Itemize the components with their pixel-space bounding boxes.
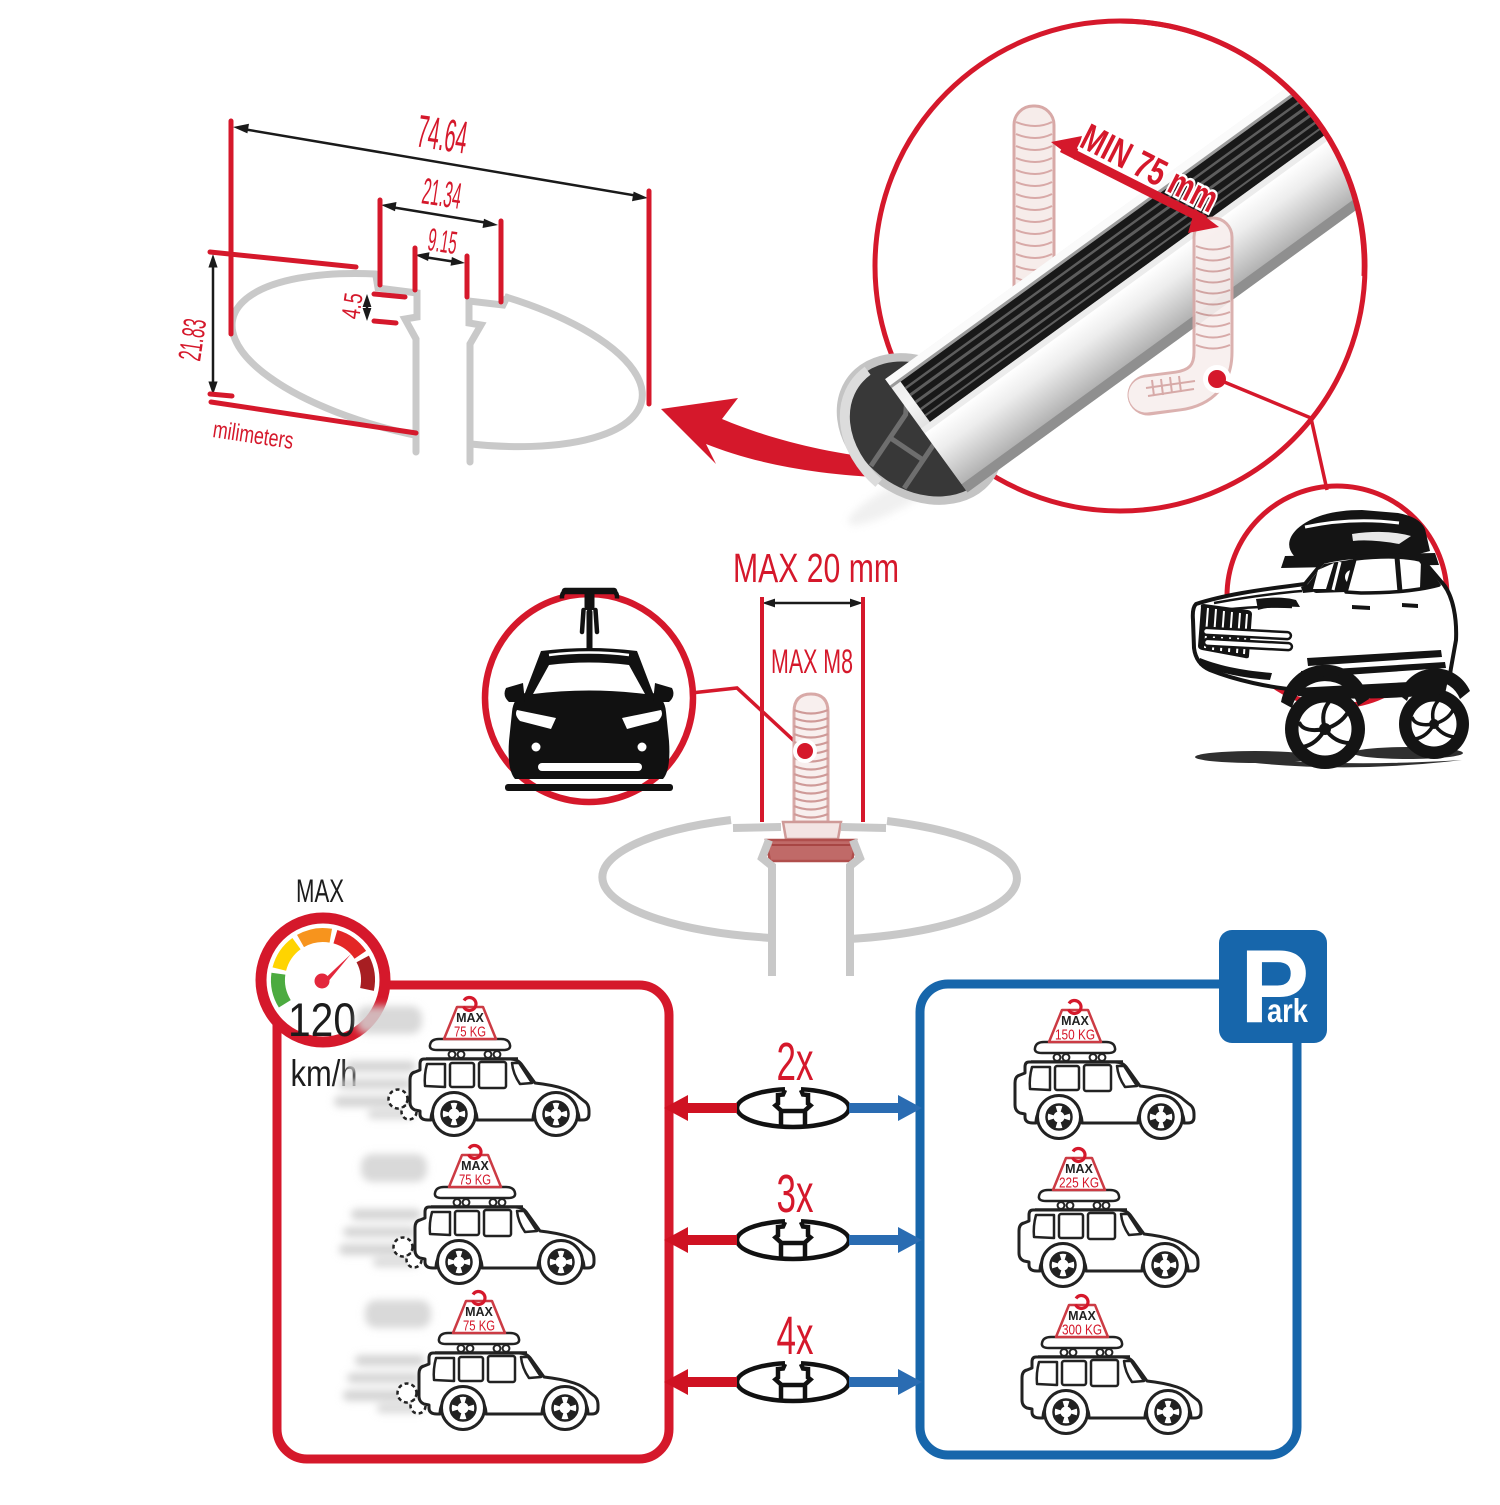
svg-text:21.83: 21.83 <box>171 316 213 363</box>
svg-text:MAX: MAX <box>1065 1162 1093 1176</box>
svg-text:MAX: MAX <box>461 1159 489 1173</box>
svg-text:MAX: MAX <box>1068 1309 1096 1323</box>
svg-text:MAX: MAX <box>296 873 344 909</box>
svg-text:ark: ark <box>1267 992 1309 1029</box>
svg-text:MAX M8: MAX M8 <box>771 643 853 681</box>
svg-text:3x: 3x <box>777 1164 814 1224</box>
svg-text:75 KG: 75 KG <box>454 1024 486 1041</box>
svg-text:75 KG: 75 KG <box>459 1172 491 1189</box>
svg-text:MAX: MAX <box>465 1305 493 1319</box>
svg-text:120: 120 <box>288 993 356 1046</box>
svg-text:P: P <box>1240 929 1309 1045</box>
svg-text:21.34: 21.34 <box>420 170 465 216</box>
svg-text:milimeters: milimeters <box>211 416 295 455</box>
svg-text:MAX: MAX <box>1061 1014 1089 1028</box>
svg-text:74.64: 74.64 <box>414 105 471 164</box>
svg-text:225 KG: 225 KG <box>1059 1175 1099 1192</box>
svg-text:4x: 4x <box>777 1306 814 1366</box>
svg-text:2x: 2x <box>777 1032 814 1092</box>
svg-text:150 KG: 150 KG <box>1055 1027 1095 1044</box>
svg-text:300 KG: 300 KG <box>1062 1322 1102 1339</box>
svg-text:MAX: MAX <box>456 1011 484 1025</box>
svg-text:9.15: 9.15 <box>426 221 460 261</box>
svg-text:75 KG: 75 KG <box>463 1318 495 1335</box>
svg-text:MAX 20 mm: MAX 20 mm <box>733 545 899 591</box>
